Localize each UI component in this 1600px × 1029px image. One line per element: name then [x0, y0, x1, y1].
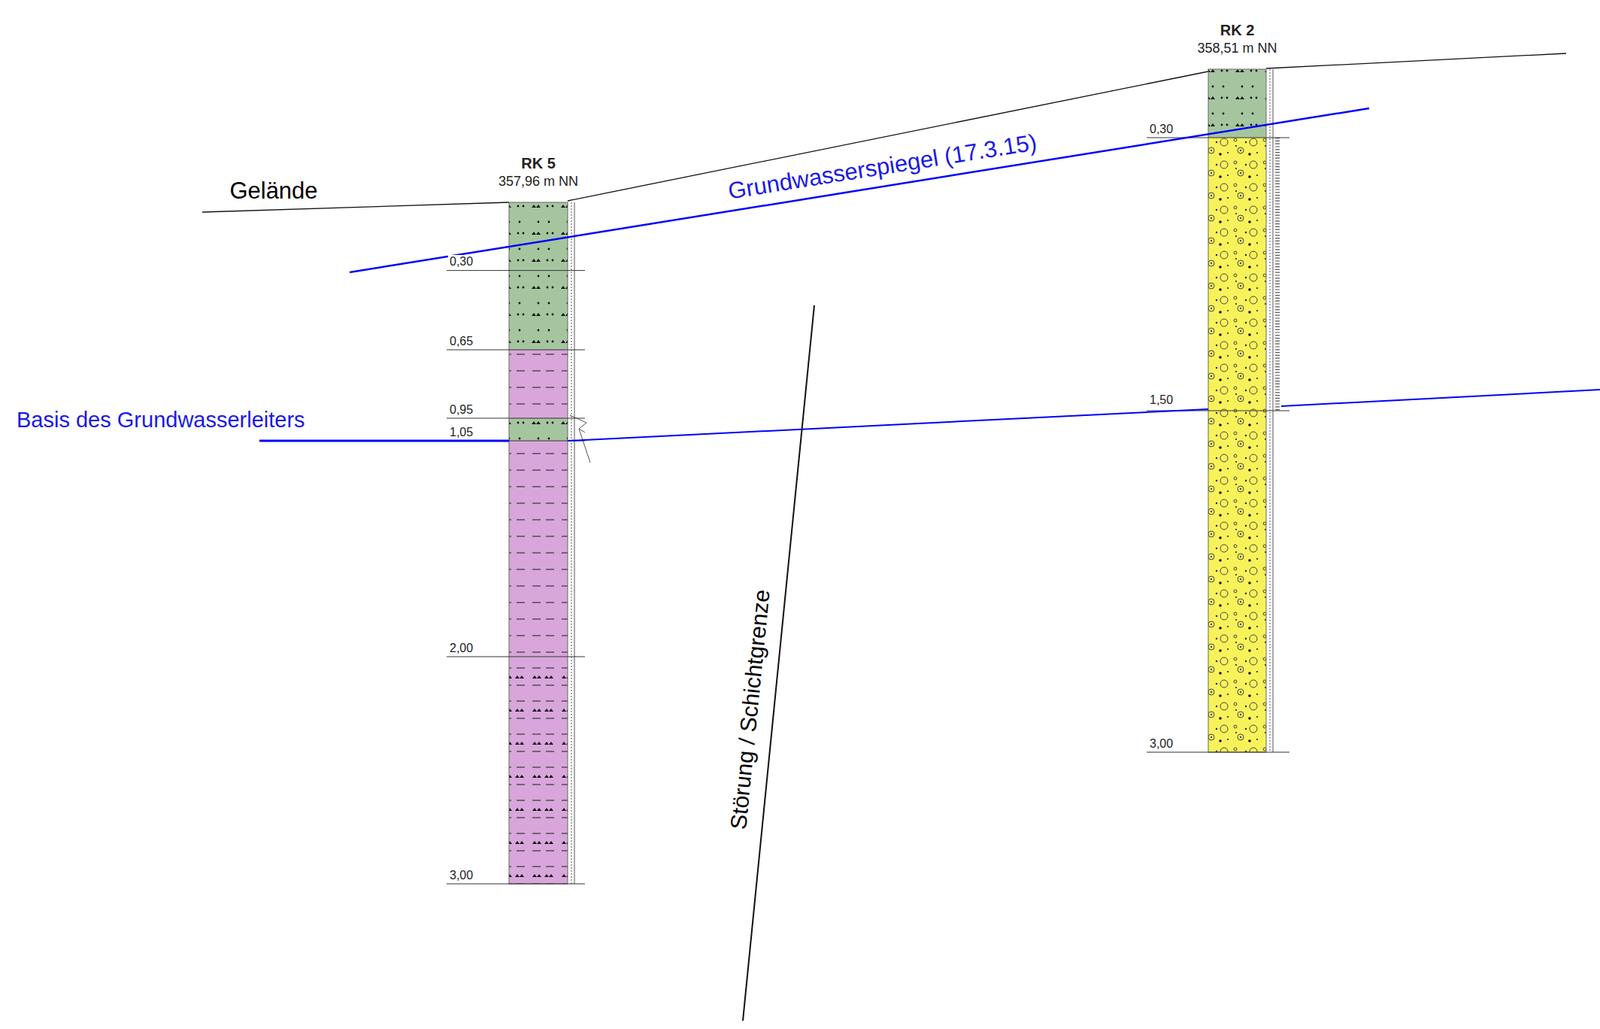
side-marking — [571, 202, 573, 884]
soil-layer — [509, 270, 568, 350]
depth-tick — [446, 418, 585, 419]
depth-label: 1,50 — [1148, 393, 1175, 407]
borehole-heading: RK 5357,96 m NN — [498, 153, 579, 191]
depth-tick — [1146, 137, 1290, 139]
side-marking — [574, 202, 576, 884]
borehole-heading: RK 2358,51 m NN — [1196, 20, 1277, 58]
depth-label: 0,95 — [448, 403, 475, 417]
borehole-name: RK 5 — [498, 153, 579, 173]
groundwater-label: Grundwasserspiegel (17.3.15) — [726, 129, 1040, 206]
fault-label: Störung / Schichtgrenze — [725, 587, 776, 831]
clay-layer — [509, 440, 568, 657]
borehole-column: RK 5357,96 m NN — [509, 202, 568, 884]
water-hatch — [1275, 137, 1280, 411]
depth-label: 0,30 — [1148, 122, 1175, 137]
depth-tick — [446, 349, 585, 351]
clay-layer — [509, 349, 568, 419]
water-symbol — [569, 415, 591, 463]
aquifer-base-label: Basis des Grundwasserleiters — [16, 407, 306, 433]
terrain-line — [1266, 53, 1567, 69]
groundwater-line — [349, 108, 1370, 273]
depth-label: 0,30 — [448, 254, 475, 269]
gravel-layer — [1208, 137, 1267, 752]
terrain-line — [567, 71, 1209, 201]
depth-ticks — [446, 137, 1290, 884]
clay-layer — [509, 656, 568, 884]
depth-label: 3,00 — [1148, 736, 1175, 751]
borehole-elevation: 358,51 m NN — [1196, 39, 1277, 58]
borehole-elevation: 357,96 m NN — [498, 172, 579, 191]
depth-label: 2,00 — [448, 641, 475, 655]
aquifer-base-line — [1281, 389, 1600, 407]
depth-tick — [1146, 751, 1290, 753]
depth-tick — [446, 883, 585, 885]
soil-layer — [509, 418, 568, 441]
borehole-name: RK 2 — [1196, 20, 1277, 40]
soil-layer — [1208, 69, 1267, 138]
depth-label: 3,00 — [448, 868, 475, 882]
depth-tick — [446, 269, 585, 271]
soil-layer — [509, 202, 568, 271]
aquifer-base-line — [567, 409, 1209, 441]
borehole-column: RK 2358,51 m NN — [1208, 69, 1267, 752]
depth-label: 1,05 — [448, 425, 475, 440]
aquifer-base-line — [259, 439, 510, 443]
depth-tick — [446, 656, 585, 658]
column-outline — [509, 202, 568, 884]
terrain-label: Gelände — [229, 177, 318, 205]
depth-label: 0,65 — [448, 334, 475, 349]
